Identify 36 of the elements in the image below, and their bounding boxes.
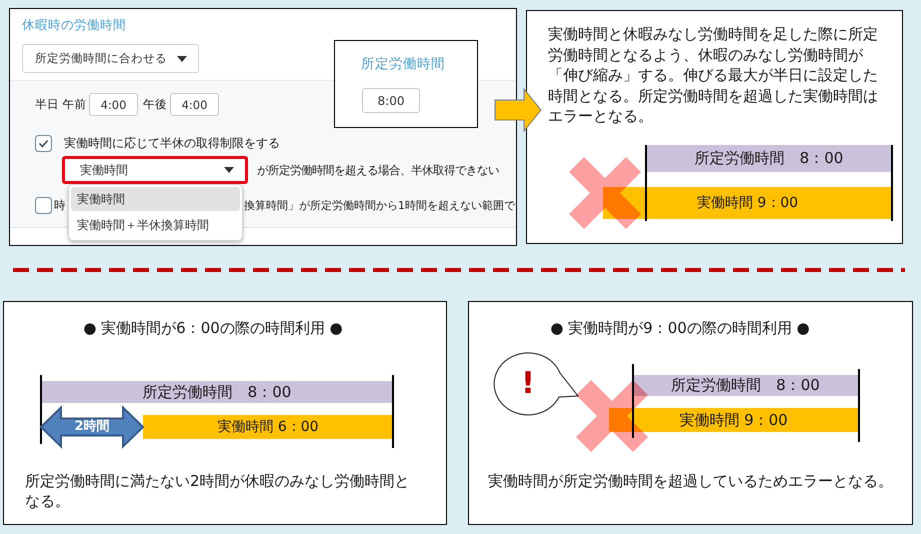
time-bar: 所定労働時間 8：00	[41, 381, 393, 403]
menu-option: 実働時間	[71, 187, 240, 211]
panel-title: ● 実働時間が9：00の際の時間利用 ●	[549, 319, 811, 338]
note-text: 実働時間が所定労働時間を超過しているためエラーとなる。	[488, 471, 894, 491]
note-text: 所定労働時間に満たない2時間が休暇のみなし労働時間となる。	[25, 471, 411, 511]
input-field: 4:00	[170, 93, 219, 116]
time-bar: 実働時間 9：00	[609, 408, 858, 432]
dropdown: 所定労働時間に合わせる	[22, 44, 199, 73]
menu-option: 実働時間＋半休換算時間	[71, 213, 240, 237]
setting-text: が所定労働時間を超える場合、半休取得できない	[257, 163, 499, 178]
edge-label: 2時間	[74, 418, 110, 436]
dropdown: 実働時間	[62, 156, 248, 184]
example-panel	[468, 301, 913, 525]
explanation-text: 実働時間と休暇みなし労働時間を足した際に所定労働時間となるよう、休暇のみなし労働時間が「伸び縮み」する。伸びる最大が半日に設定した時間となる。所定労働時間を超過した実働時間はエラーとなる。	[548, 24, 879, 126]
panel-title: ● 実働時間が6：00の際の時間利用 ●	[82, 319, 344, 338]
example-panel	[3, 301, 447, 525]
block-arrow	[494, 88, 542, 132]
input-field: 4:00	[89, 93, 138, 116]
screenshot-panel	[9, 8, 517, 246]
time-bar: 所定労働時間 8：00	[633, 375, 858, 396]
time-bar: 所定労働時間 8：00	[646, 145, 892, 172]
time-bar: 実働時間 9：00	[603, 187, 892, 219]
checkbox-label: 時	[54, 198, 65, 212]
time-bar: 実働時間 6：00	[143, 415, 393, 439]
double-arrow	[40, 405, 144, 449]
info-box	[334, 40, 478, 128]
box-heading: 所定労働時間	[361, 56, 445, 73]
field-label: 半日 午前	[35, 97, 87, 112]
speech-bubble: !	[492, 351, 580, 418]
field-label: 午後	[143, 97, 167, 112]
dropdown-menu	[68, 184, 243, 241]
explanation-panel	[526, 10, 903, 244]
section-heading: 休暇時の労働時間	[22, 17, 126, 33]
setting-text: 換算時間」が所定労働時間から1時間を超えない範囲で	[244, 199, 515, 212]
checkbox-label: 実働時間に応じて半休の取得制限をする	[64, 136, 280, 151]
input-field: 8:00	[362, 88, 420, 113]
